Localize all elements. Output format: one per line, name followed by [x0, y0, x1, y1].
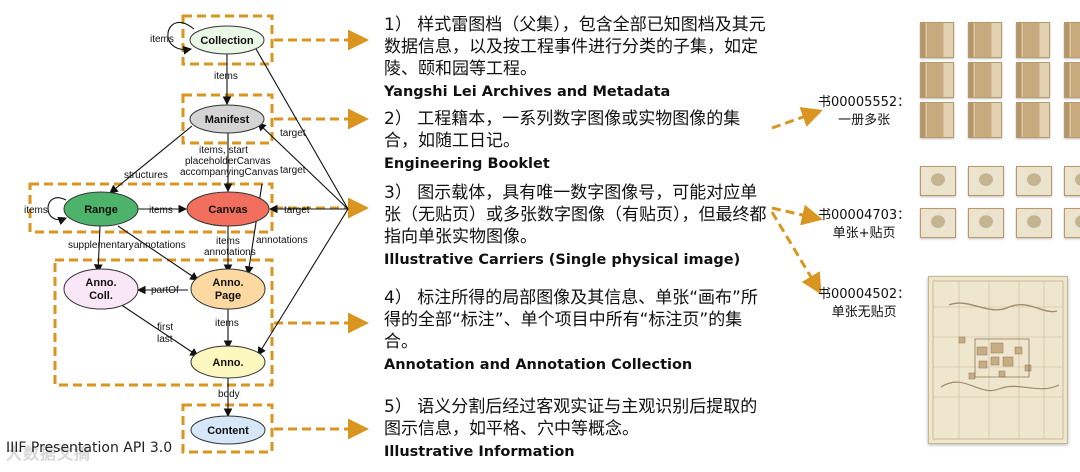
example-2: 书00004703： 单张+贴页	[818, 207, 910, 243]
example-1: 书00005552： 一册多张	[818, 94, 910, 130]
collection-label: Collection	[200, 35, 253, 47]
range-items-loop	[48, 198, 66, 220]
description-5: 5） 语义分割后经过客观实证与主观识别后提取的图示信息，如平格、穴中等概念。 I…	[384, 396, 769, 460]
description-4: 4） 标注所得的局部图像及其信息、单张“画布”所得的全部“标注”、单个项目中所有…	[384, 287, 769, 373]
booklet-page-image	[1064, 22, 1080, 58]
description-en: Illustrative Carriers (Single physical i…	[384, 252, 769, 268]
example-note: 一册多张	[818, 112, 910, 130]
description-zh: 3） 图示载体，具有唯一数字图像号，可能对应单张（无贴页）或多张数字图像（有贴页…	[384, 182, 769, 248]
description-2: 2） 工程籍本，一系列数字图像或实物图像的集合，如随工日记。 Engineeri…	[384, 108, 769, 172]
edge-label: items	[214, 71, 238, 82]
anno-label: Anno.	[212, 357, 243, 369]
edge-label: last	[157, 334, 173, 345]
booklet-page-image	[920, 102, 954, 138]
edge-label: annotations	[134, 240, 186, 251]
edge-label: items	[150, 34, 174, 45]
edge-label: supplementary	[68, 240, 134, 251]
booklet-thumbnails	[920, 22, 1080, 138]
edge-label: structures	[124, 170, 168, 181]
example-note: 单张无贴页	[818, 304, 910, 322]
map-drawing	[929, 277, 1067, 443]
example-id: 书00005552：	[818, 94, 910, 112]
booklet-page-image	[968, 22, 1002, 58]
anno-coll-label-2: Coll.	[89, 290, 113, 302]
description-3: 3） 图示载体，具有唯一数字图像号，可能对应单张（无贴页）或多张数字图像（有贴页…	[384, 182, 769, 268]
booklet-page-image	[920, 22, 954, 58]
content-label: Content	[207, 425, 249, 437]
anno-page-label-2: Page	[215, 290, 241, 302]
edge-label: target	[280, 165, 306, 176]
example-arrow-1	[772, 111, 820, 128]
sheet-image	[968, 208, 1004, 238]
anno-coll-node	[64, 269, 138, 309]
edge-label: placeholderCanvas	[185, 156, 271, 167]
edge-label: items	[24, 205, 48, 216]
manifest-label: Manifest	[205, 114, 250, 126]
edge-label: first	[157, 322, 173, 333]
edge-label: annotations	[204, 247, 256, 258]
edge-label: items	[216, 236, 240, 247]
edge-label: items	[215, 318, 239, 329]
description-en: Annotation and Annotation Collection	[384, 357, 769, 373]
description-en: Yangshi Lei Archives and Metadata	[384, 84, 769, 100]
sheet-image	[1016, 208, 1052, 238]
example-arrow-3	[772, 212, 820, 292]
sheet-image	[920, 208, 956, 238]
booklet-page-image	[968, 62, 1002, 98]
sheet-image	[1064, 166, 1080, 196]
sheet-image	[968, 166, 1004, 196]
booklet-page-image	[920, 62, 954, 98]
description-zh: 2） 工程籍本，一系列数字图像或实物图像的集合，如随工日记。	[384, 108, 769, 152]
edge-label: body	[218, 389, 240, 400]
example-arrow-2	[772, 208, 820, 219]
edge-label: items, start	[199, 145, 248, 156]
canvas-label: Canvas	[208, 204, 247, 216]
booklet-page-image	[1016, 62, 1050, 98]
sheet-image	[920, 166, 956, 196]
booklet-page-image	[1064, 62, 1080, 98]
description-zh: 4） 标注所得的局部图像及其信息、单张“画布”所得的全部“标注”、单个项目中所有…	[384, 287, 769, 353]
edge-label: annotations	[256, 235, 308, 246]
edge-label: target	[280, 128, 306, 139]
diagram-footer: IIIF Presentation API 3.0	[6, 440, 172, 456]
sheet-image	[1016, 166, 1052, 196]
booklet-page-image	[1016, 22, 1050, 58]
booklet-page-image	[1016, 102, 1050, 138]
edge-range-annotations	[118, 226, 198, 280]
description-1: 1） 样式雷图档（父集），包含全部已知图档及其元数据信息，以及按工程事件进行分类…	[384, 14, 769, 100]
anno-page-label-1: Anno.	[212, 277, 243, 289]
sheet-image	[1064, 208, 1080, 238]
edge-label: target	[284, 205, 310, 216]
example-id: 书00004703：	[818, 207, 910, 225]
anno-coll-label-1: Anno.	[85, 277, 116, 289]
edge-label: accompanyingCanvas	[180, 167, 278, 178]
sheet-thumbnails	[920, 166, 1080, 238]
map-sheet-image	[928, 276, 1068, 444]
description-en: Illustrative Information	[384, 444, 769, 460]
range-label: Range	[84, 204, 118, 216]
description-zh: 5） 语义分割后经过客观实证与主观识别后提取的图示信息，如平格、穴中等概念。	[384, 396, 769, 440]
booklet-page-image	[968, 102, 1002, 138]
booklet-page-image	[1064, 102, 1080, 138]
edge-label: items	[149, 205, 173, 216]
example-id: 书00004502：	[818, 286, 910, 304]
edge-label: partOf	[151, 285, 179, 296]
edge-target-collection	[252, 42, 348, 209]
example-3: 书00004502： 单张无贴页	[818, 286, 910, 322]
example-note: 单张+贴页	[818, 225, 910, 243]
anno-page-node	[191, 269, 265, 309]
description-zh: 1） 样式雷图档（父集），包含全部已知图档及其元数据信息，以及按工程事件进行分类…	[384, 14, 769, 80]
description-en: Engineering Booklet	[384, 156, 769, 172]
